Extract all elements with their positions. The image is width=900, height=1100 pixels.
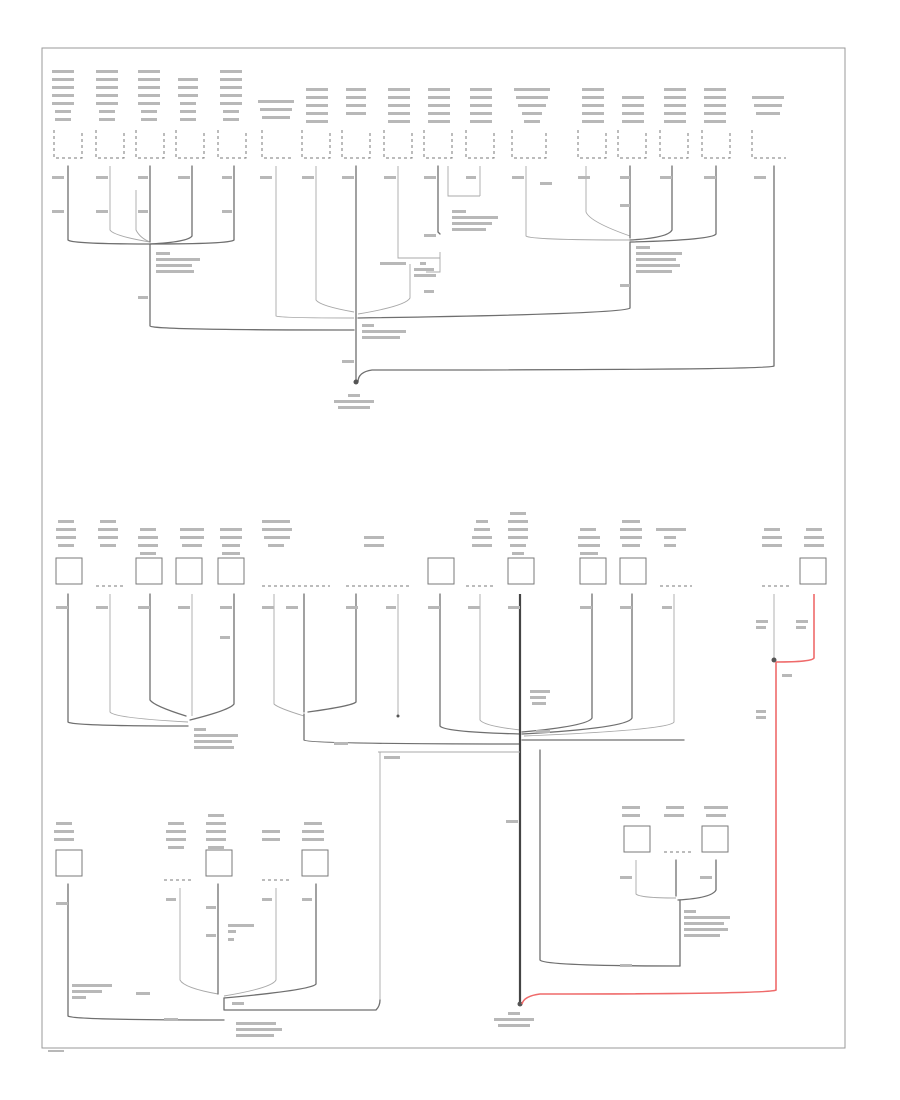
diagram-frame (41, 47, 846, 1049)
bottom-splice-labels (56, 876, 730, 1037)
bottom-wires (67, 859, 717, 1021)
middle-components (55, 557, 827, 587)
top-connectors (53, 130, 786, 159)
top-wires (67, 165, 775, 385)
bottom-ground-distribution (54, 806, 730, 1037)
middle-component-labels (56, 512, 824, 555)
top-ground-distribution (52, 70, 786, 409)
middle-splice-labels (56, 606, 808, 967)
footer-mark (48, 1050, 64, 1052)
middle-wires (67, 593, 777, 1007)
bottom-component-labels (54, 806, 728, 849)
bottom-components (55, 825, 729, 881)
top-component-labels (52, 70, 784, 123)
middle-ground-distribution (55, 512, 827, 1007)
top-splice-labels (52, 176, 766, 409)
highlighted-circuit (521, 594, 815, 1005)
